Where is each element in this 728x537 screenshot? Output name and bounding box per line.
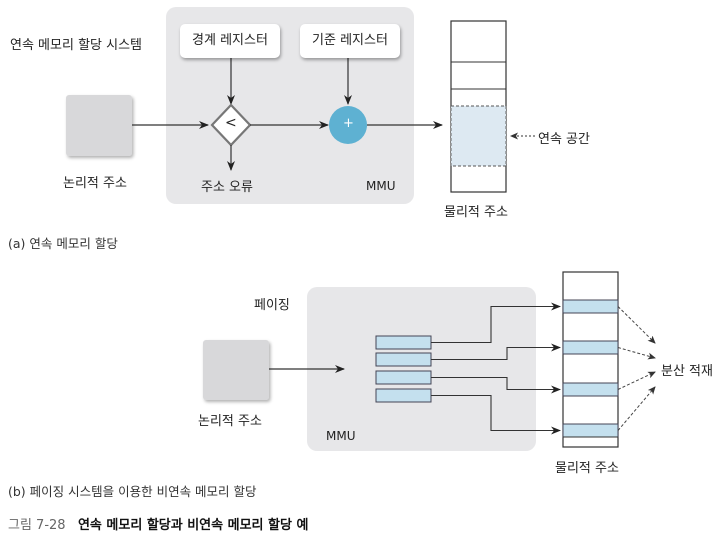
title-contiguous-system: 연속 메모리 할당 시스템	[10, 38, 142, 53]
add-symbol: +	[343, 116, 354, 131]
figure-caption: 그림 7-28 연속 메모리 할당과 비연속 메모리 할당 예	[8, 514, 308, 533]
page-mapping-arrow	[431, 343, 561, 361]
scatter-arrow	[617, 386, 656, 431]
mmu-label-a: MMU	[366, 179, 396, 193]
contiguous-space-block	[450, 105, 507, 167]
logical-address-label-a: 논리적 주소	[63, 176, 127, 191]
page-mapping-arrows	[431, 302, 561, 435]
physical-memory-b	[562, 271, 619, 448]
logical-address-box-b	[203, 340, 269, 400]
page-table-entry	[375, 370, 432, 385]
page-mapping-arrow	[431, 302, 561, 344]
logical-address-label-b: 논리적 주소	[198, 414, 262, 429]
scatter-arrow	[617, 347, 656, 360]
scatter-arrows	[617, 306, 656, 431]
physical-frame	[562, 423, 619, 438]
physical-address-label-a: 물리적 주소	[444, 205, 508, 220]
contiguous-space-label: 연속 공간	[538, 132, 590, 147]
adder-circle	[329, 106, 367, 144]
figure-number: 그림 7-28	[8, 518, 66, 533]
mmu-label-b: MMU	[326, 429, 356, 443]
caption-a: (a) 연속 메모리 할당	[8, 236, 118, 251]
physical-frame	[562, 340, 619, 355]
caption-b: (b) 페이징 시스템을 이용한 비연속 메모리 할당	[8, 484, 257, 499]
physical-frame	[562, 382, 619, 397]
physical-address-label-b: 물리적 주소	[555, 461, 619, 476]
page-mapping-arrow	[431, 376, 561, 394]
scatter-arrow	[617, 371, 656, 390]
physical-frames	[562, 299, 619, 438]
logical-address-box-a	[66, 95, 132, 156]
page-table-entry	[375, 388, 432, 403]
page-table-entry	[375, 352, 432, 367]
compare-symbol: <	[225, 115, 237, 131]
base-register: 기준 레지스터	[300, 24, 400, 58]
physical-frame	[562, 299, 619, 314]
scattered-load-label: 분산 적재	[661, 364, 713, 379]
mmu-box-b	[307, 287, 536, 451]
page-mapping-arrow	[431, 394, 561, 435]
bound-register: 경계 레지스터	[180, 24, 280, 58]
title-paging: 페이징	[254, 298, 290, 313]
scatter-arrow	[617, 306, 656, 344]
address-error-label: 주소 오류	[201, 180, 253, 195]
figure-title: 연속 메모리 할당과 비연속 메모리 할당 예	[77, 518, 309, 533]
page-table-entry	[375, 335, 432, 350]
